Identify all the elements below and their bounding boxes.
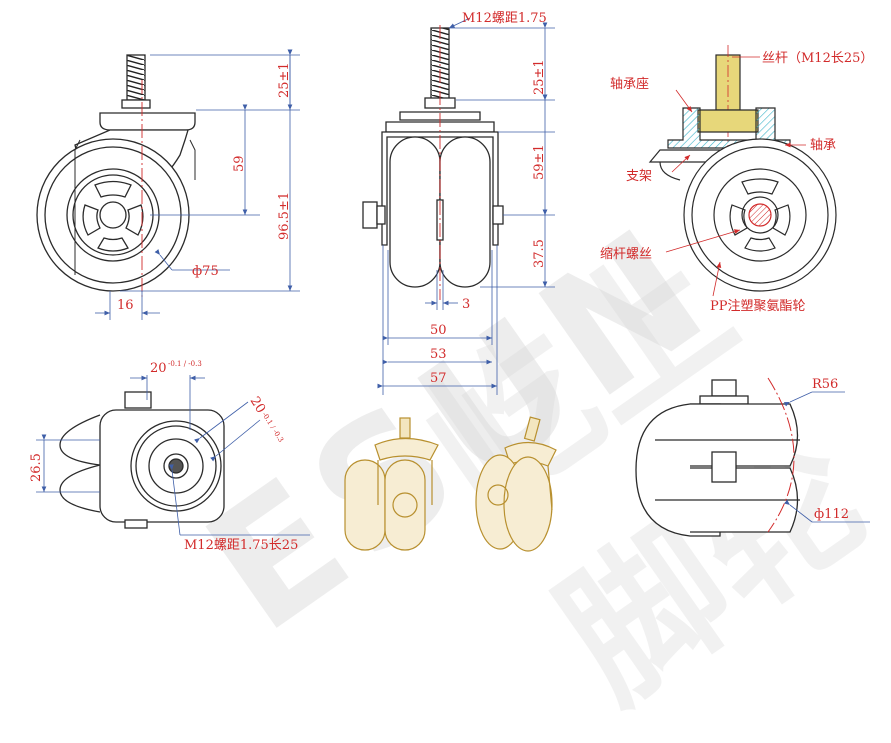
section-axle <box>748 203 772 227</box>
radius-dimensions <box>783 391 870 523</box>
label-bolt: 缩杆螺丝 <box>600 246 652 262</box>
front-thread-label: M12螺距1.75 <box>462 11 547 26</box>
side-height-label: 96.5±1 <box>277 192 292 240</box>
section-labels: 丝杆（M12长25） 轴承座 轴承 支架 缩杆螺丝 PP注塑聚氨酯轮 <box>600 51 873 314</box>
front-w2-label: 53 <box>430 347 447 362</box>
section-view <box>648 45 837 292</box>
front-labels: M12螺距1.75 25±1 59±1 37.5 3 50 53 57 <box>430 11 547 386</box>
front-dimensions <box>377 17 555 395</box>
top-dim-a-tol: -0.1 / -0.3 <box>168 360 202 368</box>
radius-view <box>635 377 800 537</box>
side-mid-label: 59 <box>232 155 247 172</box>
side-top-label: 25±1 <box>277 62 292 98</box>
front-mid-label: 59±1 <box>532 144 547 180</box>
side-labels: 96.5±1 25±1 59 16 ф75 <box>117 62 292 313</box>
top-dim-b-tol: -0.1 / -0.3 <box>260 411 285 444</box>
front-view <box>362 25 504 300</box>
label-bearing: 轴承 <box>810 138 836 153</box>
top-plate <box>99 409 225 523</box>
side-view <box>36 54 196 300</box>
label-bracket: 支架 <box>626 169 652 184</box>
side-wheel-dia-label: ф75 <box>192 264 219 279</box>
top-dim-c: 26.5 <box>29 453 44 482</box>
front-w1-label: 50 <box>430 323 447 338</box>
label-screw: 丝杆（M12长25） <box>762 51 873 66</box>
side-offset-label: 16 <box>117 298 134 313</box>
diameter-label: ф112 <box>814 507 849 522</box>
side-dimensions <box>95 49 300 320</box>
top-thread-spec: M12螺距1.75长25 <box>184 538 298 553</box>
caster-photo-front <box>344 417 439 551</box>
radius-label: R56 <box>812 377 838 392</box>
caster-photo-angle <box>475 416 557 552</box>
top-dim-a: 20 <box>150 361 167 376</box>
top-view <box>59 391 225 529</box>
top-dim-b: 20 <box>247 394 268 416</box>
section-leaders <box>665 56 806 297</box>
label-bearing-seat: 轴承座 <box>610 77 649 92</box>
front-top-label: 25±1 <box>532 59 547 95</box>
front-wheel-left <box>389 136 441 288</box>
front-wheel-right <box>439 136 491 288</box>
front-gap-label: 3 <box>462 297 470 312</box>
top-dimensions <box>36 375 310 536</box>
radius-labels: R56 ф112 <box>812 377 849 522</box>
caster-drawing: 96.5±1 25±1 59 16 ф75 M12螺距1.75 25±1 59±… <box>29 11 873 553</box>
label-wheel-material: PP注塑聚氨酯轮 <box>710 299 806 314</box>
front-w3-label: 57 <box>430 371 447 386</box>
front-low-label: 37.5 <box>532 239 547 268</box>
